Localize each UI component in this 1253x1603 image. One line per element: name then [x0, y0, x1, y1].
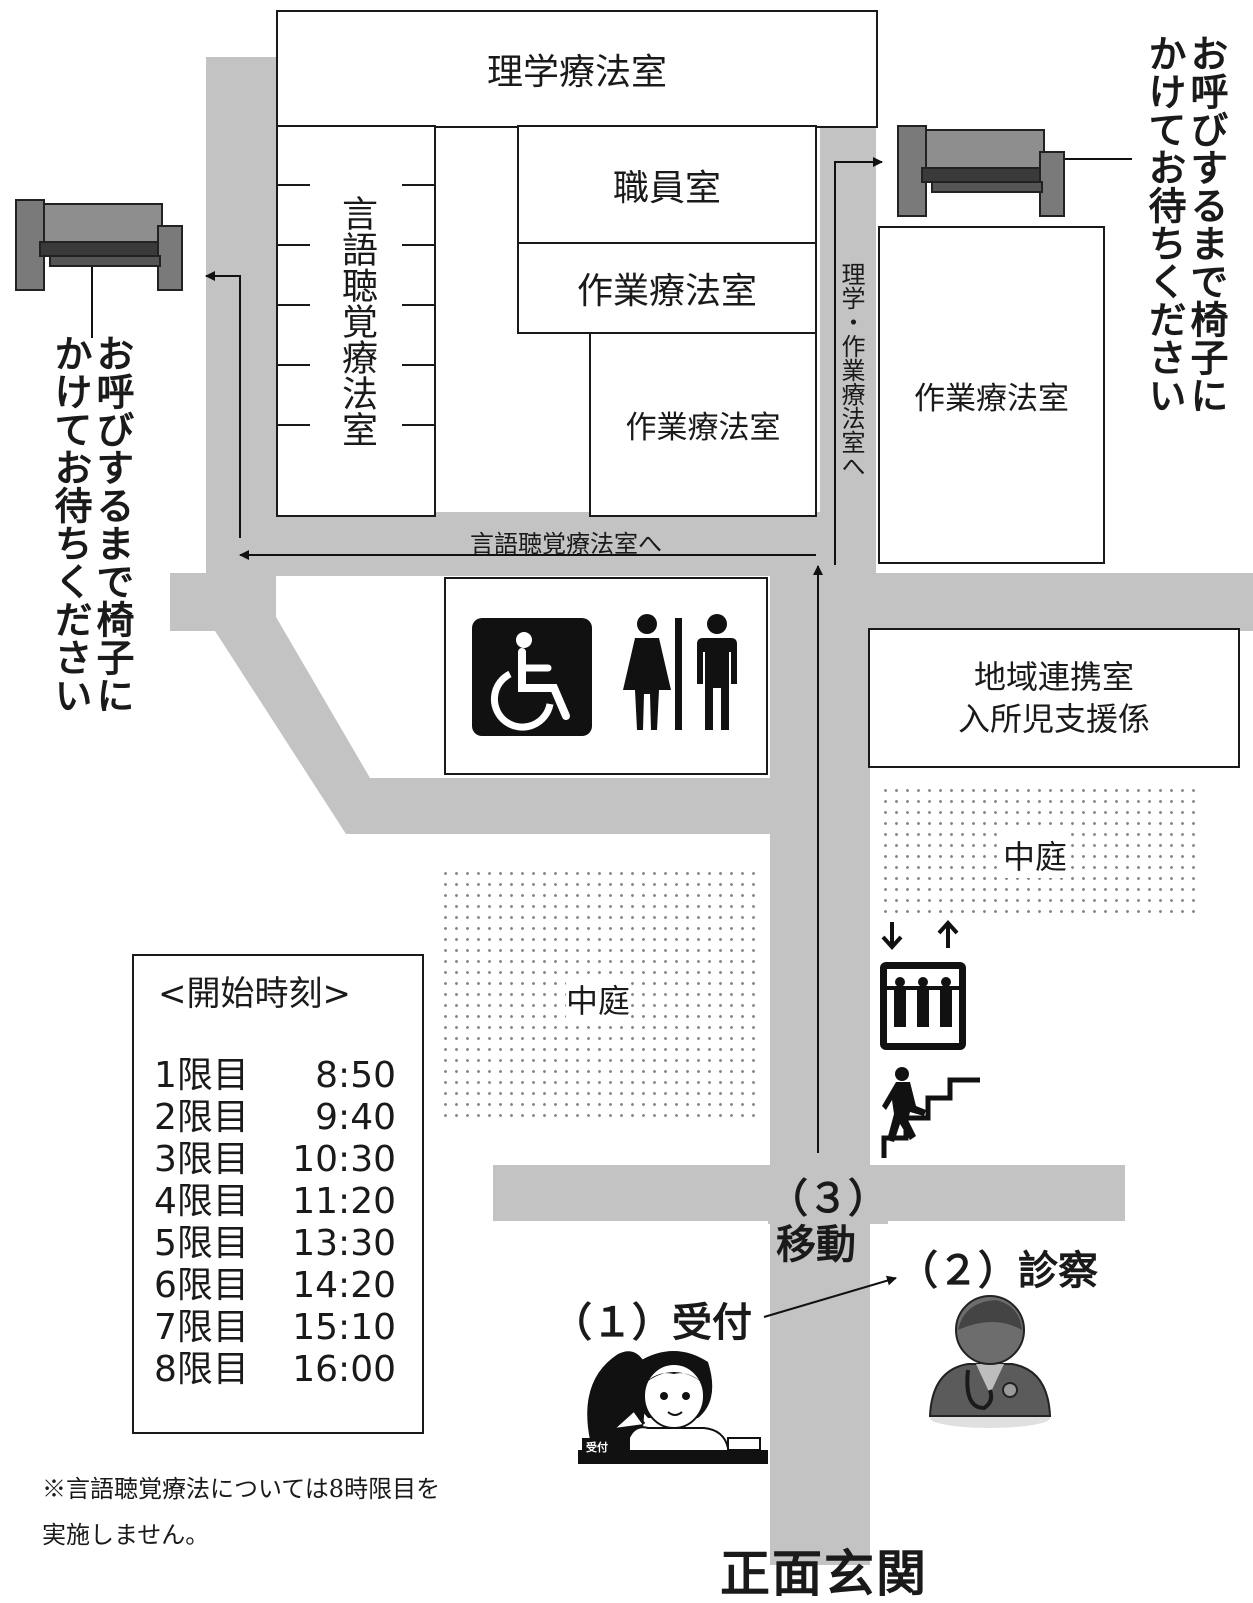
speech-room-partitions [278, 184, 434, 426]
schedule-time: 10:30 [292, 1139, 396, 1180]
receptionist-icon [578, 1351, 768, 1464]
bench-icon [15, 199, 183, 291]
room-speech-therapy: 言語聴覚療法室 [276, 125, 436, 517]
schedule-row: 2限目 9:40 [154, 1097, 396, 1139]
room-ot1-label: 作業療法室 [576, 271, 757, 312]
room-ot3-label: 作業療法室 [914, 380, 1069, 417]
room-community-liaison: 地域連携室 入所児支援係 [868, 628, 1240, 768]
room-occupational-therapy-1: 作業療法室 [517, 242, 817, 334]
room-community-line2: 入所児支援係 [957, 700, 1150, 738]
room-speech-therapy-label: 言語聴覚療法室 [336, 195, 377, 447]
schedule-row: 1限目 8:50 [154, 1055, 396, 1097]
corridor-middle-horizontal [276, 512, 858, 576]
reception-desk-sign: 受付 [586, 1441, 608, 1454]
courtyard-left-label: 中庭 [566, 976, 631, 1022]
restroom-icon [623, 614, 737, 730]
schedule-period: 6限目 [154, 1265, 249, 1306]
room-ot2-label: 作業療法室 [625, 410, 781, 446]
schedule-time: 11:20 [292, 1181, 396, 1222]
room-staff-label: 職員室 [612, 167, 721, 209]
schedule-row: 3限目 10:30 [154, 1139, 396, 1181]
wait-notice-right-line1: お呼びするまで椅子に [1184, 34, 1228, 414]
schedule-time: 8:50 [315, 1055, 396, 1096]
step-reception-label: （１）受付 [552, 1300, 752, 1346]
schedule-period: 5限目 [154, 1223, 249, 1264]
note-line2: 実施しません。 [42, 1521, 210, 1549]
stairs-icon [881, 1067, 980, 1158]
room-physical-therapy-label: 理学療法室 [486, 52, 667, 93]
schedule-row: 8限目 16:00 [154, 1349, 396, 1391]
main-entrance-label: 正面玄関 [720, 1545, 928, 1603]
room-occupational-therapy-2: 作業療法室 [589, 332, 817, 517]
courtyard-right-label: 中庭 [1003, 832, 1068, 878]
wait-notice-left-line2: かけてお待ちください [48, 334, 92, 714]
schedule-time: 15:10 [292, 1307, 396, 1348]
step-exam-label: （２）診察 [898, 1248, 1098, 1294]
corridor-east-horizontal [858, 573, 1253, 631]
bench-icon [897, 125, 1065, 217]
wheelchair-icon [472, 618, 592, 736]
corridor-right-vertical [820, 128, 876, 578]
schedule-row: 6限目 14:20 [154, 1265, 396, 1307]
direction-to-pt-ot: 理学・作業療法室へ [837, 262, 865, 478]
speech-therapy-note: ※言語聴覚療法については8時限目を 実施しません。 [42, 1466, 440, 1558]
direction-to-speech-therapy: 言語聴覚療法室へ [470, 530, 662, 558]
schedule-period: 7限目 [154, 1307, 249, 1348]
elevator-icon [880, 920, 966, 1050]
schedule-row: 5限目 13:30 [154, 1223, 396, 1265]
wait-notice-left-line1: お呼びするまで椅子に [90, 334, 134, 714]
schedule-time: 13:30 [292, 1223, 396, 1264]
schedule-period: 1限目 [154, 1055, 249, 1096]
schedule-row: 4限目 11:20 [154, 1181, 396, 1223]
schedule-period: 3限目 [154, 1139, 249, 1180]
step-move-label: 移動 [776, 1222, 856, 1268]
schedule-title: <開始時刻> [158, 974, 351, 1014]
room-occupational-therapy-3: 作業療法室 [878, 226, 1105, 564]
wait-notice-left: お呼びするまで椅子に かけてお待ちください [48, 334, 138, 714]
schedule-time: 16:00 [292, 1349, 396, 1390]
note-line1: ※言語聴覚療法については8時限目を [42, 1475, 441, 1503]
step-move-number: （３） [768, 1166, 888, 1224]
schedule-row: 7限目 15:10 [154, 1307, 396, 1349]
schedule-period: 4限目 [154, 1181, 249, 1222]
schedule-period: 2限目 [154, 1097, 249, 1138]
doctor-icon [928, 1295, 1052, 1428]
wait-notice-right: お呼びするまで椅子に かけてお待ちください [1142, 34, 1232, 414]
schedule-time: 9:40 [315, 1097, 396, 1138]
wait-notice-right-line2: かけてお待ちください [1142, 34, 1186, 414]
corridor-lower-horizontal [346, 778, 776, 834]
schedule-time: 14:20 [292, 1265, 396, 1306]
corridor-main-vertical [770, 512, 870, 1565]
room-community-line1: 地域連携室 [973, 658, 1134, 696]
schedule-period: 8限目 [154, 1349, 249, 1390]
